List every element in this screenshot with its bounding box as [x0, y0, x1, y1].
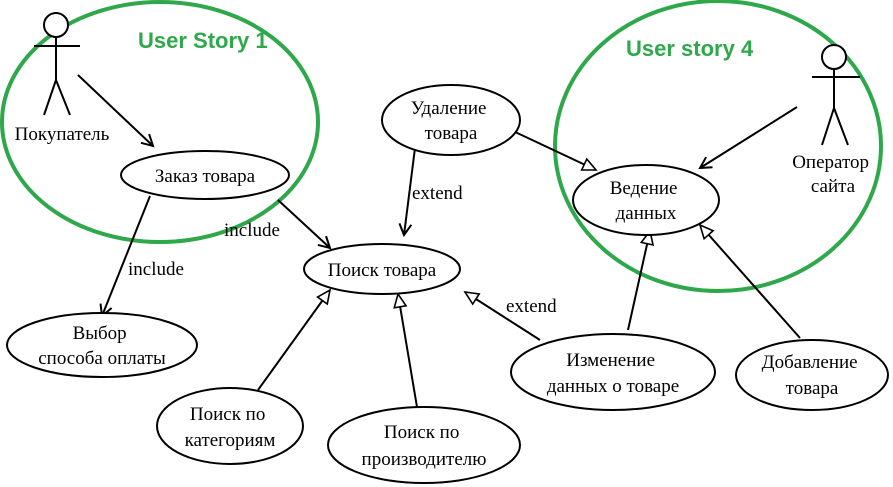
stick-figure-icon [812, 44, 860, 146]
use-case-by-maker[interactable]: Поиск по производителю [327, 406, 521, 484]
use-case-delete-label: Удаление товара [411, 98, 492, 144]
edge-category-search [257, 288, 332, 391]
operator-label: Оператор сайта [792, 152, 874, 197]
use-case-delete[interactable]: Удаление товара [381, 84, 521, 156]
edge-label-extend-delete: extend [412, 183, 463, 204]
use-case-payment-label: Выбор способа оплаты [38, 323, 166, 369]
use-case-by-category-label: Поиск по категориям [185, 404, 276, 451]
operator-actor[interactable]: Оператор сайта [792, 44, 874, 197]
use-case-maintain[interactable]: Ведение данных [572, 164, 720, 236]
edge-delete-maintain [512, 130, 598, 171]
use-case-order[interactable]: Заказ товара [120, 150, 290, 200]
use-case-change-label: Изменение данных о товаре [547, 350, 679, 397]
use-case-maintain-label: Ведение данных [610, 178, 682, 224]
use-case-add[interactable]: Добавление товара [735, 339, 889, 411]
edge-label-include-payment: include [128, 259, 184, 280]
use-case-by-category[interactable]: Поиск по категориям [156, 387, 304, 465]
use-case-change[interactable]: Изменение данных о товаре [510, 333, 716, 411]
use-case-by-maker-label: Поиск по производителю [362, 422, 487, 470]
user-story-1-circle [0, 0, 320, 244]
edge-add-maintain [698, 223, 801, 339]
use-case-search-label: Поиск товара [328, 260, 437, 281]
use-case-order-label: Заказ товара [155, 166, 256, 187]
use-case-payment[interactable]: Выбор способа оплаты [6, 312, 198, 378]
use-case-add-label: Добавление товара [762, 352, 863, 399]
edge-operator-maintain [700, 106, 798, 168]
edge-delete-search [404, 147, 416, 235]
stick-figure-icon [34, 12, 80, 116]
user-story-4-label: User story 4 [626, 36, 754, 61]
edge-order-payment [102, 195, 151, 316]
user-story-1-label: User Story 1 [138, 28, 268, 53]
edge-change-maintain [627, 229, 655, 331]
use-case-search[interactable]: Поиск товара [303, 243, 461, 295]
edge-label-extend-change: extend [506, 296, 557, 317]
edge-maker-search [393, 292, 418, 408]
buyer-label: Покупатель [15, 124, 110, 145]
user-story-4-circle [553, 0, 883, 293]
edge-label-include-search: include [224, 220, 280, 241]
edge-order-search [277, 199, 330, 248]
buyer-actor[interactable]: Покупатель [15, 12, 110, 145]
edge-buyer-order [77, 74, 153, 146]
edge-change-search [463, 290, 541, 341]
